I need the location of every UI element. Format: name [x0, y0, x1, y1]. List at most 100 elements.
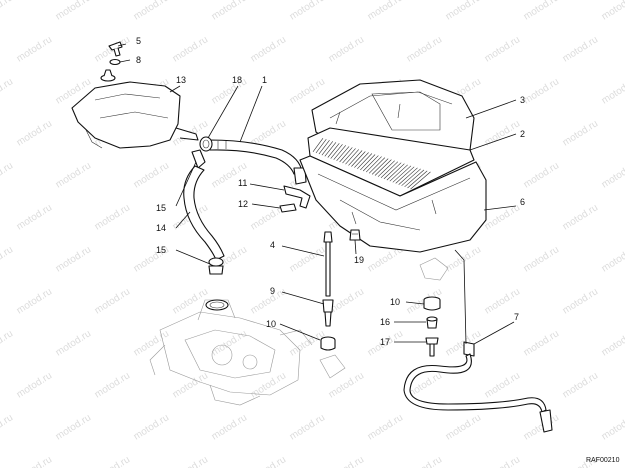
filter-pleat [357, 153, 373, 170]
filter-pleat [336, 146, 350, 161]
watermark-text: motod.ru [15, 34, 54, 64]
watermark-text: motod.ru [600, 328, 625, 358]
watermark-text: motod.ru [210, 76, 249, 106]
watermark-text: motod.ru [93, 202, 132, 232]
watermark-text: motod.ru [600, 412, 625, 442]
watermark-text: motod.ru [132, 0, 171, 23]
watermark-text: motod.ru [210, 0, 249, 23]
watermark-text: motod.ru [366, 412, 405, 442]
watermark-text: motod.ru [171, 34, 210, 64]
filter-pleat [395, 166, 415, 184]
callout-16: 16 [380, 317, 390, 327]
watermark-text: motod.ru [366, 0, 405, 23]
filter-pleats [312, 138, 431, 190]
watermark-text: motod.ru [0, 412, 15, 442]
engine-outline [149, 257, 449, 406]
watermark-text: motod.ru [249, 286, 288, 316]
watermark-text: motod.ru [0, 160, 15, 190]
stud-bolt[interactable] [323, 231, 333, 297]
filter-pleat [380, 161, 399, 179]
filter-pleat [389, 164, 408, 182]
filter-pleat [410, 171, 431, 190]
watermark-text: motod.ru [561, 370, 600, 400]
airbox-lower-housing[interactable] [299, 155, 487, 253]
drain-tube[interactable] [403, 341, 553, 433]
filter-pleat [368, 157, 386, 174]
watermark-text: motod.ru [483, 202, 522, 232]
filter-pleat [315, 139, 327, 154]
callout-3: 3 [520, 95, 525, 105]
housing-screw[interactable] [349, 229, 361, 241]
rubber-grommet-right[interactable] [423, 296, 441, 311]
watermark-text: motod.ru [600, 244, 625, 274]
watermark-text: motod.ru [15, 202, 54, 232]
bushing[interactable] [426, 316, 438, 329]
rubber-pad[interactable] [279, 203, 297, 213]
hose-clamp[interactable] [199, 136, 213, 152]
mounting-bracket[interactable] [283, 185, 311, 209]
breather-hose[interactable] [209, 139, 307, 185]
watermark-text: motod.ru [600, 160, 625, 190]
filter-pleat [327, 143, 340, 158]
watermark-text: motod.ru [93, 286, 132, 316]
filter-pleat [392, 165, 412, 183]
bolt[interactable] [425, 337, 439, 357]
rubber-grommet-lower[interactable] [320, 336, 336, 351]
o-ring[interactable] [205, 299, 229, 311]
watermark-text: motod.ru [15, 118, 54, 148]
watermark-text: motod.ru [444, 328, 483, 358]
callout-14: 14 [156, 223, 166, 233]
callout-numbers: 5 8 13 18 1 3 2 6 7 11 12 4 9 10 15 14 1… [136, 36, 525, 347]
watermark-text: motod.ru [249, 454, 288, 468]
watermark-text: motod.ru [54, 244, 93, 274]
watermark-text: motod.ru [132, 328, 171, 358]
watermark-text: motod.ru [522, 76, 561, 106]
watermark-text: motod.ru [15, 370, 54, 400]
watermark-text: motod.ru [0, 76, 15, 106]
watermark-text: motod.ru [171, 286, 210, 316]
callout-9: 9 [270, 286, 275, 296]
watermark-text: motod.ru [171, 370, 210, 400]
filter-pleat [377, 160, 395, 177]
watermark-text: motod.ru [561, 286, 600, 316]
watermark-text: motod.ru [522, 244, 561, 274]
watermark-text: motod.ru [483, 370, 522, 400]
watermark-text: motod.ru [444, 0, 483, 23]
filter-pleat [371, 158, 389, 175]
watermark-text: motod.ru [483, 454, 522, 468]
watermark-text: motod.ru [327, 370, 366, 400]
callout-10-right: 10 [390, 297, 400, 307]
callout-12: 12 [238, 199, 248, 209]
watermark-text: motod.ru [561, 202, 600, 232]
watermark-text: motod.ru [15, 454, 54, 468]
watermark-text: motod.ru [249, 34, 288, 64]
callout-15-lower: 15 [156, 245, 166, 255]
watermark-text: motod.ru [288, 76, 327, 106]
filter-pleat [339, 147, 353, 163]
filter-pleat [354, 152, 369, 168]
callout-19: 19 [354, 255, 364, 265]
filter-pleat [386, 163, 405, 181]
watermark-text: motod.ru [483, 34, 522, 64]
filter-pleat [360, 154, 376, 171]
watermark-text: motod.ru [561, 34, 600, 64]
watermark-text: motod.ru [132, 412, 171, 442]
filter-pleat [401, 168, 421, 186]
callout-15-upper: 15 [156, 203, 166, 213]
spacer[interactable] [322, 299, 334, 327]
watermark-text: motod.ru [483, 118, 522, 148]
filter-pleat [345, 149, 360, 165]
watermark-text: motod.ru [600, 0, 625, 23]
reservoir-tank[interactable] [71, 69, 199, 149]
screw-and-washer[interactable] [108, 41, 123, 66]
filter-pleat [324, 142, 337, 157]
callout-7: 7 [514, 312, 519, 322]
air-filter-element[interactable] [307, 127, 475, 197]
watermark-text: motod.ru [561, 118, 600, 148]
watermark-text: motod.ru [0, 0, 15, 23]
watermark-text: motod.ru [0, 328, 15, 358]
watermark-text: motod.ru [327, 454, 366, 468]
filter-pleat [351, 151, 366, 167]
callout-4: 4 [270, 240, 275, 250]
